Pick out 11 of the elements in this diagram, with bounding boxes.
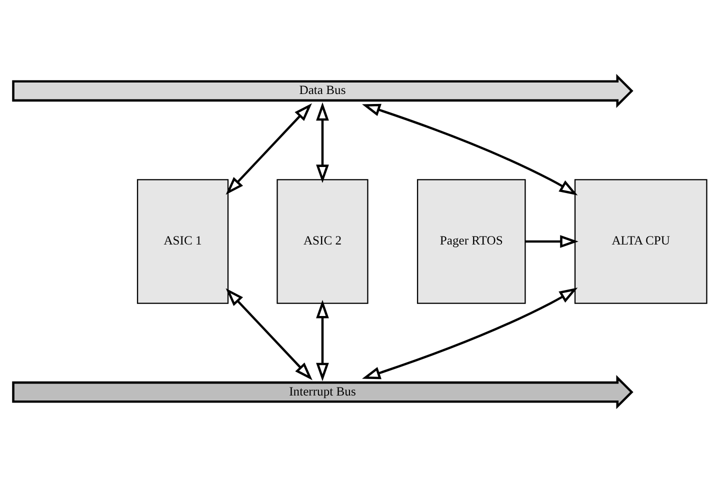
node-box: ALTA CPU bbox=[574, 179, 708, 304]
arrow bbox=[316, 300, 329, 382]
node-box: ASIC 2 bbox=[276, 179, 368, 304]
arrow bbox=[362, 288, 578, 380]
arrow bbox=[362, 104, 578, 196]
node-box: Pager RTOS bbox=[416, 179, 526, 304]
arrow bbox=[226, 288, 312, 380]
node-box: ASIC 1 bbox=[136, 179, 229, 304]
arrow bbox=[316, 102, 329, 184]
arrow bbox=[226, 103, 312, 195]
arrow bbox=[525, 235, 578, 248]
